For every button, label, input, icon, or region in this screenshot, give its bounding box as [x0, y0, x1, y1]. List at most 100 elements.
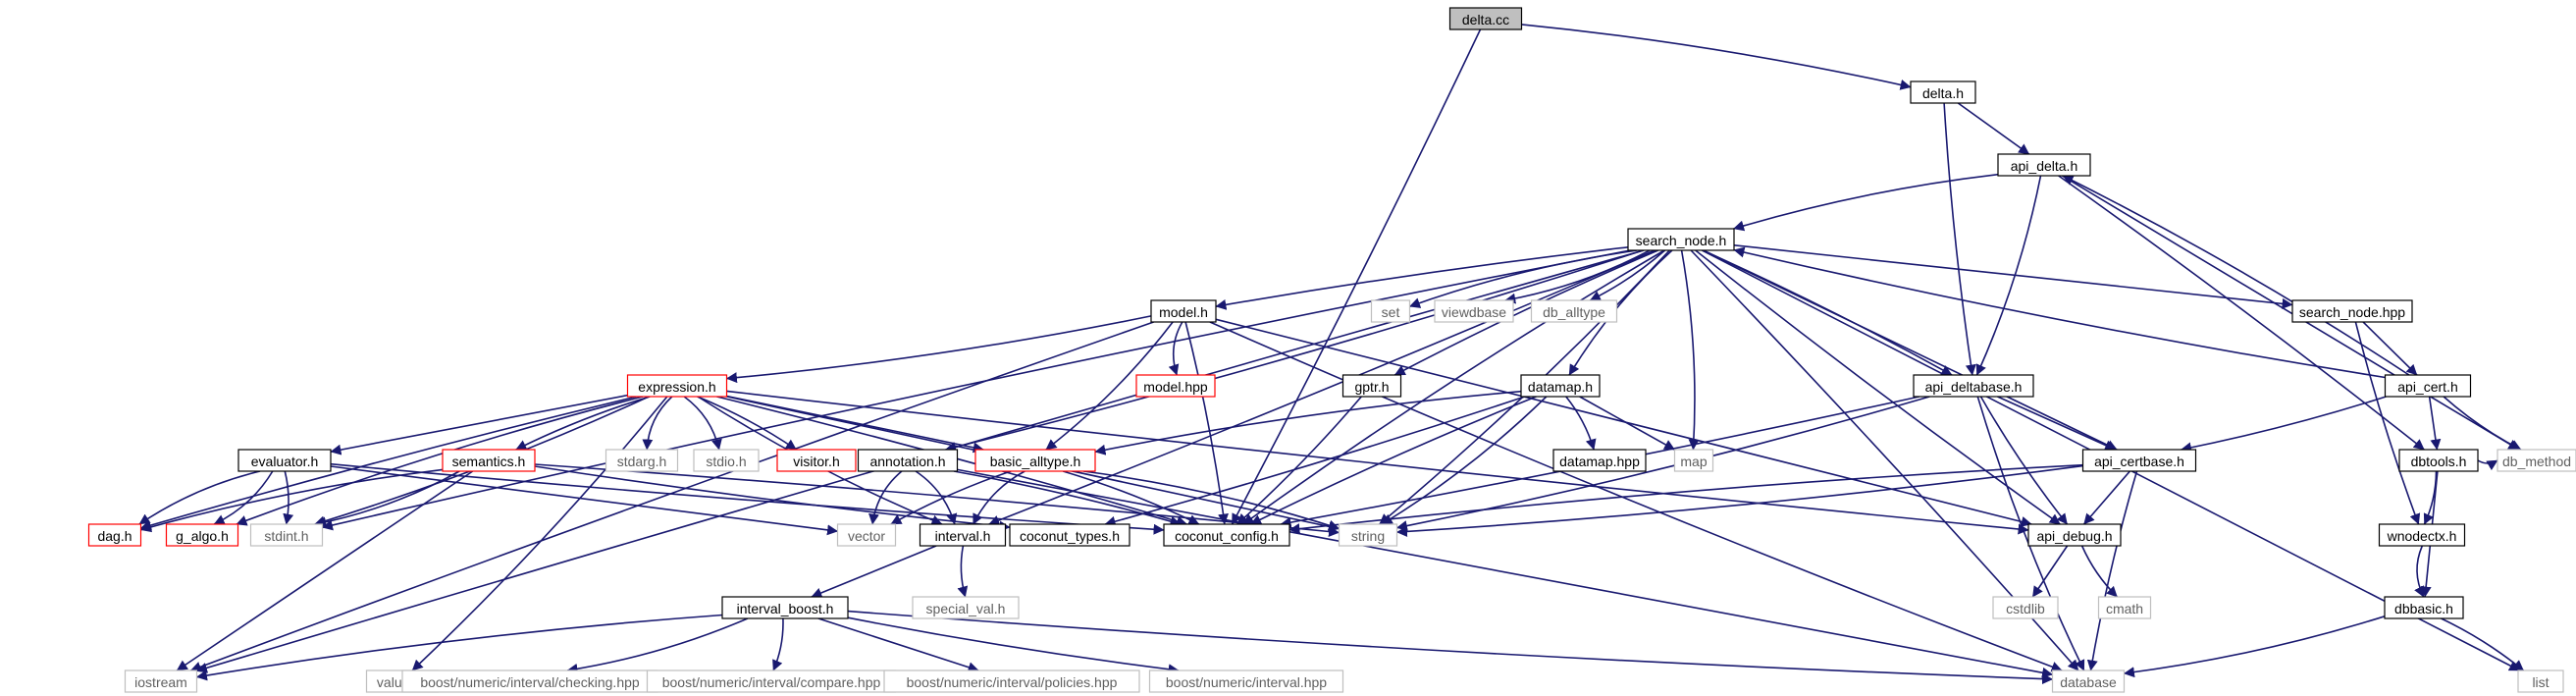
- node-box: [912, 596, 1020, 619]
- edge-api-deltabase-h-to-database: [1976, 396, 2085, 671]
- edge-evaluator-h-to-dag-h: [138, 470, 261, 525]
- node-coconut-config-h[interactable]: coconut_config.h: [1163, 523, 1290, 547]
- node-label: boost/numeric/interval.hpp: [1166, 674, 1327, 690]
- edge-datamap-h-to-basic-alltype-h: [1094, 390, 1522, 455]
- node-box: [2027, 523, 2122, 547]
- edge-expression-h-to-semantics-h: [515, 396, 651, 451]
- edge-api-deltabase-h-to-string: [1395, 396, 1930, 532]
- node-dbtools-h[interactable]: dbtools.h: [2398, 449, 2479, 472]
- edge-search-node-h-to-set: [1408, 249, 1638, 308]
- node-basic-alltype-h[interactable]: basic_alltype.h: [974, 449, 1096, 472]
- node-label: semantics.h: [452, 454, 526, 469]
- node-search-node-hpp[interactable]: search_node.hpp: [2291, 299, 2413, 323]
- node-db-method: db_method: [2497, 449, 2576, 472]
- node-api-debug-h[interactable]: api_debug.h: [2027, 523, 2122, 547]
- node-box: [1009, 523, 1130, 547]
- node-label: dbtools.h: [2411, 454, 2467, 469]
- node-wnodectx-h[interactable]: wnodectx.h: [2378, 523, 2466, 547]
- edge-api-certbase-h-to-api-debug-h: [2082, 470, 2131, 525]
- node-evaluator-h[interactable]: evaluator.h: [237, 449, 332, 472]
- edge-search-node-h-to-map: [1680, 249, 1700, 451]
- edge-datamap-h-to-coconut-config-h: [1250, 396, 1537, 525]
- edge-interval-boost-h-to-iostream: [195, 614, 723, 681]
- node-box: [2291, 299, 2413, 323]
- node-dag-h[interactable]: dag.h: [87, 523, 142, 547]
- edge-evaluator-h-to-stdint-h: [283, 470, 294, 525]
- edge-annotation-h-to-database: [957, 468, 2054, 678]
- node-coconut-types-h[interactable]: coconut_types.h: [1009, 523, 1130, 547]
- edge-search-node-h-to-gptr-h: [1393, 249, 1659, 376]
- node-label: stdarg.h: [617, 454, 667, 469]
- node-api-delta-h[interactable]: api_delta.h: [1997, 153, 2091, 177]
- edge-interval-boost-h-to-database: [847, 610, 2054, 685]
- node-delta-cc[interactable]: delta.cc: [1448, 7, 1523, 30]
- node-label: api_cert.h: [2397, 379, 2457, 395]
- node-datamap-hpp[interactable]: datamap.hpp: [1552, 449, 1647, 472]
- node-label: interval.h: [935, 528, 991, 544]
- node-stdio-h: stdio.h: [693, 449, 760, 472]
- node-label: delta.h: [1922, 85, 1964, 101]
- node-label: datamap.h: [1528, 379, 1593, 395]
- node-label: database: [2060, 674, 2117, 690]
- edge-search-node-h-to-coconut-config-h: [1242, 249, 1665, 525]
- node-box: [2517, 669, 2564, 693]
- node-box: [2384, 374, 2472, 398]
- edge-api-cert-h-to-api-delta-h: [2062, 175, 2410, 376]
- node-api-certbase-h[interactable]: api_certbase.h: [2081, 449, 2197, 472]
- node-label: list: [2532, 674, 2549, 690]
- node-dbbasic-h[interactable]: dbbasic.h: [2384, 596, 2464, 619]
- node-delta-h[interactable]: delta.h: [1910, 80, 1976, 104]
- node-label: datamap.hpp: [1559, 454, 1640, 469]
- edge-datamap-h-to-coconut-types-h: [1104, 396, 1526, 527]
- node-datamap-h[interactable]: datamap.h: [1520, 374, 1601, 398]
- node-box: [1448, 7, 1523, 30]
- edge-api-delta-h-to-dbtools-h: [2058, 175, 2425, 451]
- node-label: stdint.h: [264, 528, 308, 544]
- edge-model-h-to-expression-h: [725, 315, 1152, 384]
- node-visitor-h[interactable]: visitor.h: [776, 449, 857, 472]
- node-box: [1163, 523, 1290, 547]
- node-annotation-h[interactable]: annotation.h: [857, 449, 959, 472]
- node-stdarg-h: stdarg.h: [605, 449, 679, 472]
- edge-search-node-h-to-search-node-hpp: [1733, 244, 2293, 309]
- node-label: special_val.h: [926, 601, 1006, 616]
- node-gptr-h[interactable]: gptr.h: [1341, 374, 1402, 398]
- node-g-algo-h[interactable]: g_algo.h: [165, 523, 239, 547]
- node-label: evaluator.h: [251, 454, 319, 469]
- node-interval-h[interactable]: interval.h: [919, 523, 1007, 547]
- node-api-cert-h[interactable]: api_cert.h: [2384, 374, 2472, 398]
- edge-annotation-h-to-coconut-config-h: [953, 470, 1182, 527]
- node-box: [87, 523, 142, 547]
- node-label: annotation.h: [869, 454, 945, 469]
- edge-datamap-h-to-map: [1579, 396, 1675, 451]
- node-label: cstdlib: [2006, 601, 2045, 616]
- node-box: [836, 523, 897, 547]
- node-box: [1135, 374, 1216, 398]
- node-compare-hpp: boost/numeric/interval/compare.hpp: [646, 669, 897, 693]
- node-box: [1530, 299, 1618, 323]
- node-list: list: [2517, 669, 2564, 693]
- node-label: boost/numeric/interval/checking.hpp: [420, 674, 640, 690]
- node-model-hpp[interactable]: model.hpp: [1135, 374, 1216, 398]
- node-search-node-h[interactable]: search_node.h: [1627, 228, 1735, 251]
- node-box: [2081, 449, 2197, 472]
- node-label: map: [1680, 454, 1707, 469]
- node-api-deltabase-h[interactable]: api_deltabase.h: [1913, 374, 2034, 398]
- edge-search-node-h-to-model-h: [1215, 246, 1629, 310]
- node-semantics-h[interactable]: semantics.h: [442, 449, 536, 472]
- edge-model-h-to-basic-alltype-h: [1045, 321, 1174, 451]
- node-box: [1148, 669, 1344, 693]
- node-interval-boost-h[interactable]: interval_boost.h: [721, 596, 849, 619]
- node-label: gptr.h: [1354, 379, 1389, 395]
- edge-basic-alltype-h-to-coconut-config-h: [1062, 470, 1200, 525]
- edge-interval-h-to-interval-boost-h: [811, 545, 937, 599]
- node-label: db_alltype: [1543, 304, 1605, 320]
- node-box: [857, 449, 959, 472]
- node-expression-h[interactable]: expression.h: [626, 374, 728, 398]
- node-label: vector: [848, 528, 885, 544]
- node-box: [1913, 374, 2034, 398]
- edge-dbbasic-h-to-list: [2441, 617, 2525, 671]
- node-model-h[interactable]: model.h: [1150, 299, 1217, 323]
- node-box: [721, 596, 849, 619]
- edge-interval-boost-h-to-checking-hpp: [566, 617, 749, 674]
